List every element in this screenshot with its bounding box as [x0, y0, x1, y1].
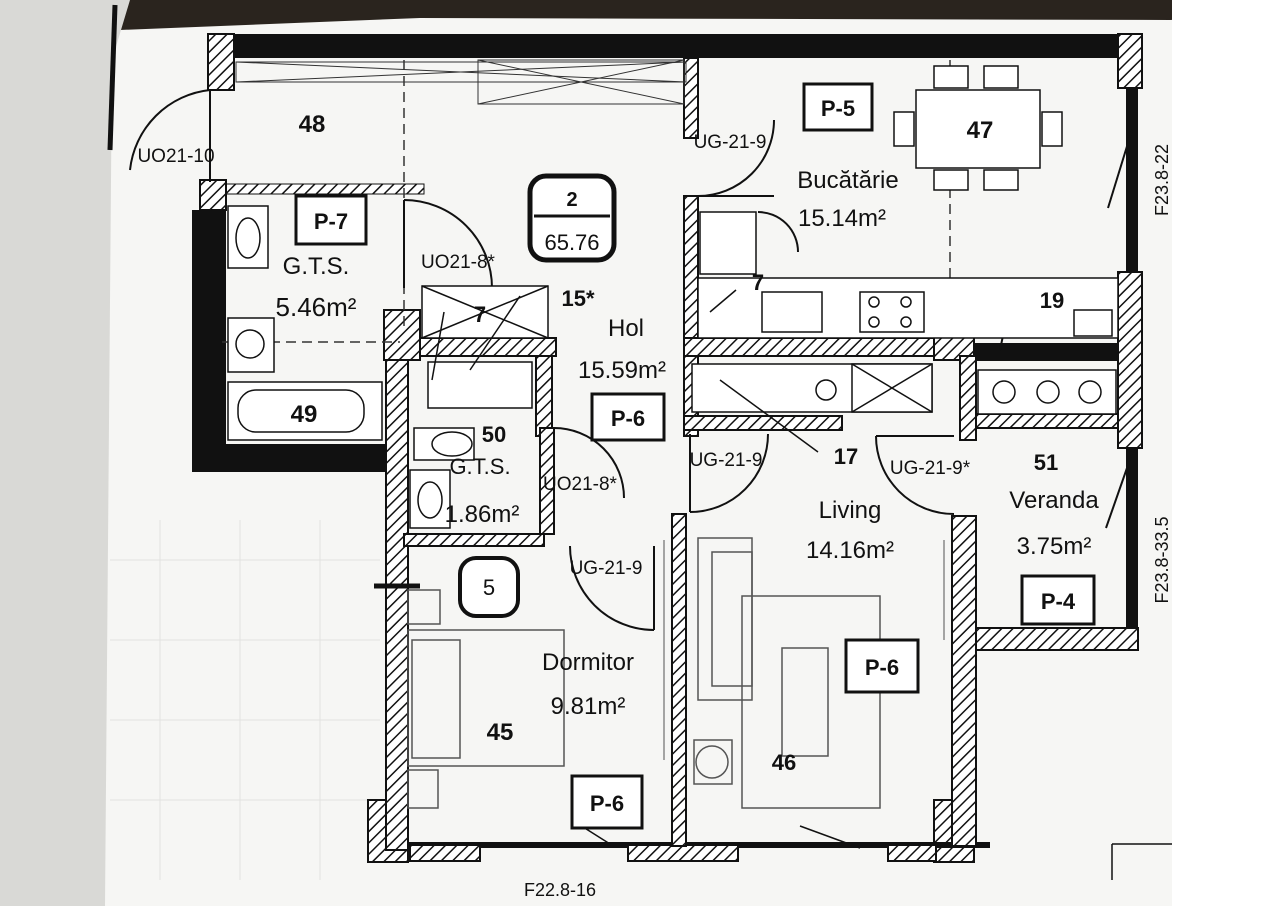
door-code-living-left: UG-21-9 — [690, 450, 763, 471]
kitchen-tag: P-5 — [821, 96, 855, 121]
veranda-number: 51 — [1034, 450, 1058, 475]
side-code-right-mid: F23.8-33.5 — [1152, 516, 1172, 603]
chair — [1041, 111, 1063, 147]
living-area: 14.16m² — [806, 537, 894, 564]
living-tag: P-6 — [865, 655, 899, 680]
photo-edge-left — [0, 0, 130, 906]
veranda-area: 3.75m² — [1017, 533, 1092, 560]
side-code-bottom: F22.8-16 — [524, 880, 596, 900]
wall-top-left-cap — [207, 33, 235, 91]
side-code-right-top: F23.8-22 — [1152, 144, 1172, 216]
apartment-badge: 2 65.76 — [527, 173, 617, 263]
room-number-49: 49 — [291, 401, 318, 428]
bathroom-fixtures — [227, 205, 549, 529]
wc-large-area: 5.46m² — [276, 292, 357, 322]
chair — [893, 111, 915, 147]
living-number-label: 17 — [834, 444, 858, 469]
kitchen-number: 47 — [967, 117, 994, 144]
fridge — [699, 211, 757, 275]
living-furniture — [407, 537, 945, 809]
fixture-number-7-hall: 7 — [474, 302, 486, 327]
photo-edge-line — [107, 4, 118, 151]
sink — [761, 291, 823, 333]
walls — [192, 33, 1143, 863]
bedroom-area: 9.81m² — [551, 693, 626, 720]
bedroom-badge: 5 — [458, 556, 520, 618]
chair — [983, 65, 1019, 89]
wall-bottom-hatch-3 — [887, 844, 937, 862]
wall-living-right — [951, 515, 977, 847]
wc-small-name: G.T.S. — [449, 454, 510, 479]
chair — [933, 169, 969, 191]
door-code-veranda: UG-21-9* — [890, 458, 971, 479]
photo-edge-top — [120, 0, 1280, 30]
wall-top — [230, 34, 1130, 58]
door-code-wc-large: UO21-8* — [421, 252, 496, 273]
living-name: Living — [819, 497, 882, 524]
living-number: 46 — [772, 750, 796, 775]
wall-wc-top — [225, 183, 425, 195]
wall-top-right-cap — [1117, 33, 1143, 89]
chair — [933, 65, 969, 89]
leader-lines — [374, 289, 1172, 880]
door-code-uo21-10: UO21-10 — [137, 146, 214, 167]
hob — [859, 291, 925, 333]
room-number-48: 48 — [299, 111, 326, 138]
door-code-bedroom: UG-21-9 — [570, 558, 643, 579]
rug — [741, 595, 881, 809]
kitchen-name: Bucătărie — [797, 167, 898, 194]
door-code-kitchen: UG-21-9 — [694, 132, 767, 153]
hall-name: Hol — [608, 315, 644, 342]
wc-large-name: G.T.S. — [283, 253, 350, 280]
room-tags — [294, 82, 1096, 830]
wall-wc-left — [192, 210, 226, 472]
apartment-number: 2 — [566, 189, 577, 211]
coffee-table — [781, 647, 829, 757]
fixture-number-15: 15* — [561, 286, 594, 311]
interior-walls — [383, 57, 1143, 847]
wall-bottom-hatch-2 — [627, 844, 739, 862]
wall-left-bedroom — [385, 359, 409, 851]
photo-edge-right — [1172, 0, 1280, 906]
wc-small-area: 1.86m² — [445, 501, 520, 528]
hall-tag: P-6 — [611, 406, 645, 431]
wc-small-number: 50 — [482, 422, 506, 447]
bedroom-number: 45 — [487, 719, 514, 746]
kitchen-furniture — [691, 65, 1119, 415]
fixture-number-19: 19 — [1040, 288, 1064, 313]
fixture-number-7-kitchen: 7 — [752, 270, 764, 295]
veranda-tag: P-4 — [1041, 589, 1076, 614]
wall-wc-top-cap — [199, 179, 227, 211]
bedroom-circle-number: 5 — [483, 575, 495, 600]
door-code-wc-small: UO21-8* — [543, 474, 618, 495]
bedroom-name: Dormitor — [542, 649, 634, 676]
wall-bottom-hatch-1 — [409, 844, 481, 862]
door-swings — [129, 89, 1135, 631]
wall-veranda-bottom — [961, 627, 1139, 651]
veranda-name: Veranda — [1009, 487, 1099, 514]
apartment-area: 65.76 — [544, 230, 599, 255]
window-top — [235, 59, 687, 105]
dining-table — [915, 89, 1041, 169]
chair — [983, 169, 1019, 191]
kitchen-area: 15.14m² — [798, 205, 886, 232]
hall-area: 15.59m² — [578, 357, 666, 384]
wc-large-tag: P-7 — [314, 209, 348, 234]
wall-wc-bottom — [192, 444, 388, 472]
bed — [407, 629, 565, 767]
bedroom-tag: P-6 — [590, 791, 624, 816]
paper-grid — [110, 520, 380, 880]
